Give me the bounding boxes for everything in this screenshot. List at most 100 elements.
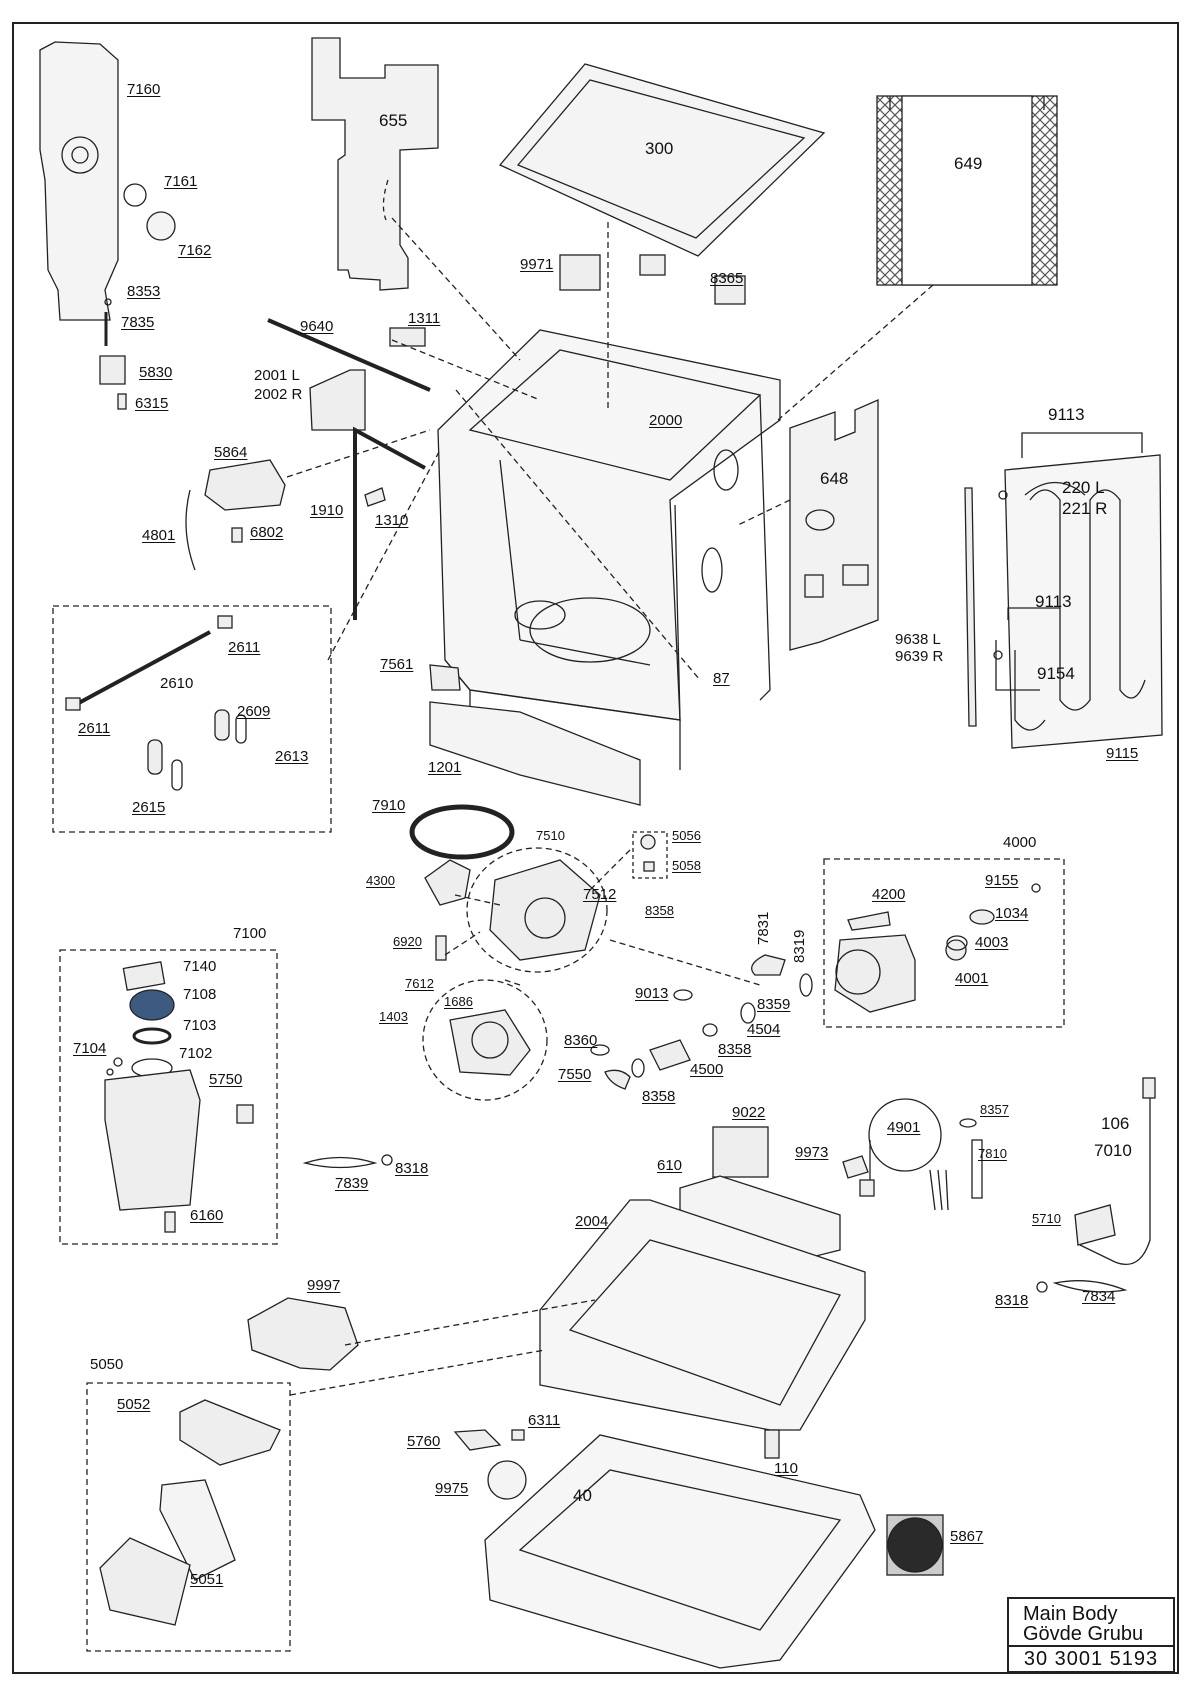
label-7839: 7839 xyxy=(335,1175,369,1192)
label-5052: 5052 xyxy=(117,1396,151,1413)
label-7510: 7510 xyxy=(536,828,565,843)
insulation-648 xyxy=(789,399,879,651)
label-9640: 9640 xyxy=(300,318,334,335)
label-7162: 7162 xyxy=(178,242,212,259)
label-base-pan: 40 xyxy=(573,1486,592,1505)
label-4801: 4801 xyxy=(142,527,176,544)
label-insulation-648: 648 xyxy=(820,469,849,488)
label-4300: 4300 xyxy=(366,873,395,888)
label-9973: 9973 xyxy=(795,1144,829,1161)
label-1910: 1910 xyxy=(310,502,344,519)
label-7104: 7104 xyxy=(73,1040,107,1057)
title-english: Main Body xyxy=(1023,1603,1118,1625)
label-9115: 9115 xyxy=(1106,745,1139,762)
label-5867: 5867 xyxy=(950,1528,984,1545)
top-cover-300 xyxy=(498,63,826,257)
softener-7100 xyxy=(104,1069,201,1211)
label-110: 110 xyxy=(774,1460,798,1477)
label-4003: 4003 xyxy=(975,934,1009,951)
title-turkish: Gövde Grubu xyxy=(1023,1623,1144,1645)
group-box-2610 xyxy=(52,605,332,833)
label-8318-b: 8318 xyxy=(995,1292,1029,1309)
label-5710: 5710 xyxy=(1032,1211,1061,1226)
label-6160: 6160 xyxy=(190,1207,224,1224)
label-2611-left: 2611 xyxy=(78,720,111,737)
label-1310: 1310 xyxy=(375,512,409,529)
label-9997: 9997 xyxy=(307,1277,341,1294)
label-7010: 7010 xyxy=(1094,1141,1132,1160)
label-1311: 1311 xyxy=(408,310,441,327)
label-7103: 7103 xyxy=(183,1017,217,1034)
label-1034: 1034 xyxy=(995,905,1029,922)
label-9975: 9975 xyxy=(435,1480,469,1497)
label-221: 221 R xyxy=(1062,499,1108,518)
insulation-655 xyxy=(311,37,439,291)
label-9154: 9154 xyxy=(1037,664,1075,683)
group-box-7100 xyxy=(59,949,278,1245)
group-box-5050 xyxy=(86,1382,291,1652)
label-2613: 2613 xyxy=(275,748,309,765)
filter-7108 xyxy=(129,989,175,1021)
label-4001: 4001 xyxy=(955,970,989,987)
label-7550: 7550 xyxy=(558,1066,592,1083)
label-1403: 1403 xyxy=(379,1009,408,1024)
label-5750: 5750 xyxy=(209,1071,243,1088)
label-9113-top: 9113 xyxy=(1048,405,1085,424)
disc-7162 xyxy=(146,211,176,241)
label-5056: 5056 xyxy=(672,828,701,843)
side-panel-220 xyxy=(1004,454,1163,749)
label-2001: 2001 L xyxy=(254,367,300,384)
label-2002: 2002 R xyxy=(254,386,303,403)
panel-disc xyxy=(61,136,99,174)
label-9022: 9022 xyxy=(732,1104,766,1121)
label-9971: 9971 xyxy=(520,256,554,273)
label-4901: 4901 xyxy=(887,1119,921,1136)
label-5864: 5864 xyxy=(214,444,248,461)
part-group-code: 30 3001 5193 xyxy=(1009,1645,1173,1671)
label-4500: 4500 xyxy=(690,1061,724,1078)
gasket-7910 xyxy=(409,804,515,860)
group-circle-7510 xyxy=(466,847,608,973)
label-7102: 7102 xyxy=(179,1045,213,1062)
base-pan-40 xyxy=(484,1434,876,1669)
label-9639: 9639 R xyxy=(895,648,944,665)
label-4200: 4200 xyxy=(872,886,906,903)
label-6802: 6802 xyxy=(250,524,284,541)
label-220: 220 L xyxy=(1062,478,1105,497)
drawing-frame xyxy=(12,22,1179,1674)
label-2000: 2000 xyxy=(649,412,683,429)
label-7161: 7161 xyxy=(164,173,198,190)
label-5760: 5760 xyxy=(407,1433,441,1450)
label-5830: 5830 xyxy=(139,364,173,381)
label-7910: 7910 xyxy=(372,797,406,814)
label-8365: 8365 xyxy=(710,270,744,287)
label-6311: 6311 xyxy=(528,1412,561,1429)
label-8358-b: 8358 xyxy=(718,1041,752,1058)
label-8353: 8353 xyxy=(127,283,161,300)
label-2615: 2615 xyxy=(132,799,166,816)
label-6315: 6315 xyxy=(135,395,169,412)
label-6920: 6920 xyxy=(393,934,422,949)
label-7100: 7100 xyxy=(233,925,267,942)
label-insulation-655: 655 xyxy=(379,111,408,130)
label-9013: 9013 xyxy=(635,985,669,1002)
label-4504: 4504 xyxy=(747,1021,781,1038)
label-7835: 7835 xyxy=(121,314,155,331)
label-2609: 2609 xyxy=(237,703,271,720)
valve-5830 xyxy=(99,355,126,385)
label-8359: 8359 xyxy=(757,996,791,1013)
group-circle-1403 xyxy=(422,979,548,1101)
label-9155: 9155 xyxy=(985,872,1019,889)
label-7160: 7160 xyxy=(127,81,161,98)
label-5050: 5050 xyxy=(90,1356,124,1373)
label-1686: 1686 xyxy=(444,994,473,1009)
label-8318-a: 8318 xyxy=(395,1160,429,1177)
rail-1201 xyxy=(429,701,641,806)
label-8360: 8360 xyxy=(564,1032,598,1049)
label-610: 610 xyxy=(657,1157,683,1174)
bracket-9997 xyxy=(247,1297,359,1371)
label-9638: 9638 L xyxy=(895,631,941,648)
label-7612: 7612 xyxy=(405,976,434,991)
label-2004: 2004 xyxy=(575,1213,609,1230)
label-insulation-649: 649 xyxy=(954,154,983,173)
